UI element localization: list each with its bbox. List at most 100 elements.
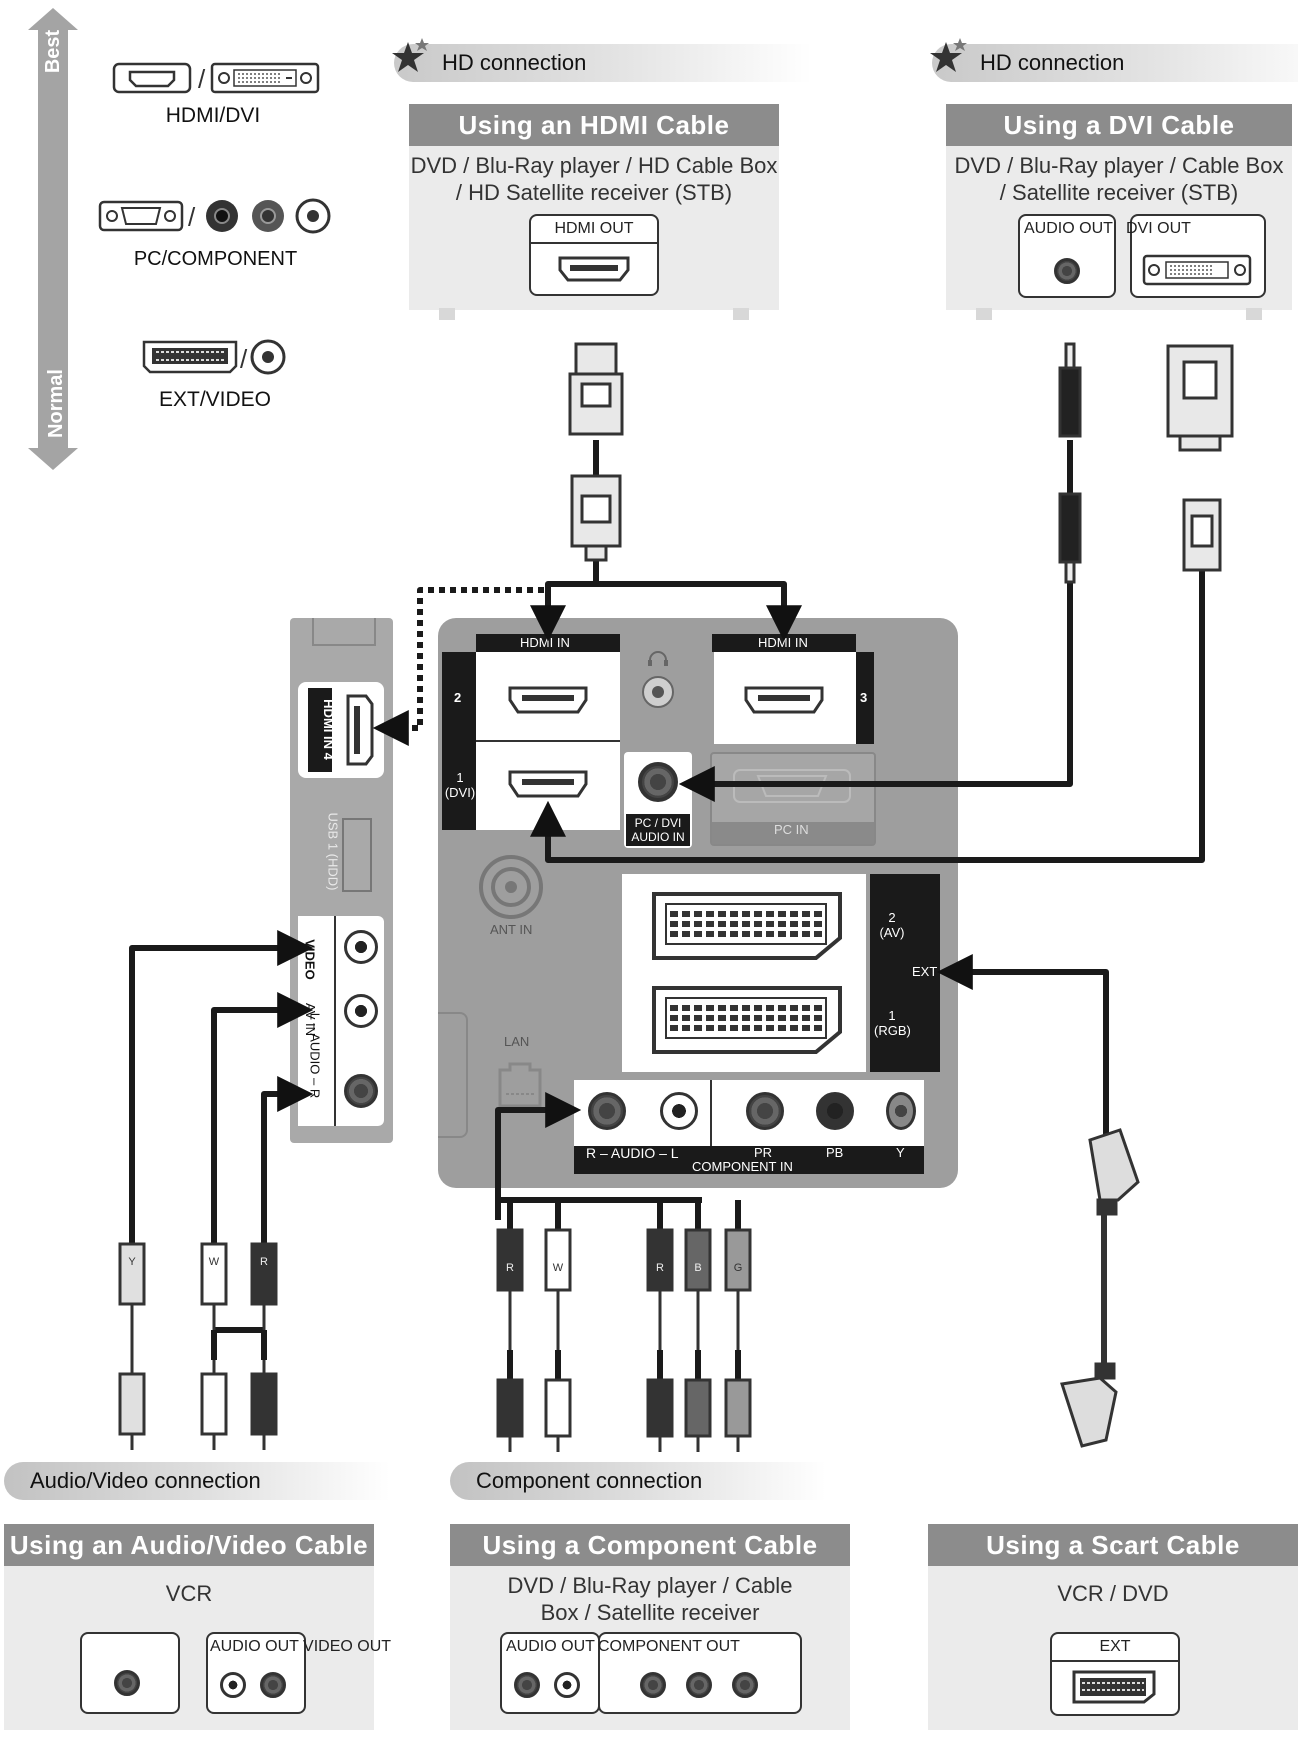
plug-tag-r: R xyxy=(260,1256,268,1268)
audio-jack-icon xyxy=(638,762,678,802)
component-pb-jack xyxy=(816,1092,854,1130)
component-in-label: COMPONENT IN xyxy=(692,1159,793,1174)
component-pr-jack xyxy=(746,1092,784,1130)
av-card-subtitle: VCR xyxy=(165,1581,213,1606)
audio-r-jack xyxy=(344,1074,378,1108)
plug-tag-w: W xyxy=(208,1256,220,1268)
component-card-subtitle-1: DVD / Blu-Ray player / Cable xyxy=(507,1573,793,1598)
svg-text:/: / xyxy=(198,64,206,94)
dvi-card-subtitle-2: / Satellite receiver (STB) xyxy=(999,180,1239,205)
dvi-hd-connection-tag: HD connection xyxy=(932,44,1298,82)
component-jack-icon xyxy=(732,1672,758,1698)
dvi-section-label: HD connection xyxy=(980,50,1125,75)
lan-label: LAN xyxy=(504,1034,530,1049)
av-out-port: AUDIO OUT VIDEO OUT xyxy=(206,1632,391,1714)
component-connection-tag: Component connection xyxy=(450,1462,826,1500)
ext-label: EXT xyxy=(912,964,938,979)
component-rca-plugs xyxy=(496,1228,752,1452)
component-audio-out-port: AUDIO OUT xyxy=(500,1632,600,1714)
component-audio-r-jack xyxy=(588,1092,626,1130)
dvi-card-title: Using a DVI Cable xyxy=(946,104,1292,146)
ext-1-rgb-label: 1 (RGB) xyxy=(874,1008,911,1038)
dvi-plug xyxy=(1166,344,1234,572)
ext-2-av-label: 2 (AV) xyxy=(879,910,905,940)
audio-l-jack xyxy=(344,994,378,1028)
component-y-label: Y xyxy=(896,1145,905,1160)
plug-tag-r: R xyxy=(506,1262,514,1274)
device-foot xyxy=(976,308,992,320)
quality-scale-arrow xyxy=(28,8,78,470)
av-empty-port xyxy=(80,1632,180,1714)
component-pr-label: PR xyxy=(754,1145,773,1160)
scart-port-2-icon xyxy=(652,892,842,960)
av-card-title: Using an Audio/Video Cable xyxy=(4,1524,374,1566)
hdmi-port-icon xyxy=(558,256,630,282)
hdmi-plug-lower xyxy=(570,474,622,562)
plug-tag-g: G xyxy=(733,1262,743,1274)
scart-port-1-icon xyxy=(652,986,842,1054)
hdmi-in-2-port xyxy=(476,652,620,742)
dvi-out-label: DVI OUT xyxy=(1126,220,1191,237)
svg-text:/: / xyxy=(240,344,248,374)
hdmi-section-label: HD connection xyxy=(442,50,587,75)
hdmi-in-3-port xyxy=(714,652,856,744)
dvi-port-icon xyxy=(1142,254,1252,286)
hdmi-num-1-dvi: 1 (DVI) xyxy=(444,770,476,800)
scart-card-subtitle: VCR / DVD xyxy=(1057,1581,1169,1606)
hdmi-num-bar-right: 3 xyxy=(856,652,874,744)
pc-in-port: PC IN xyxy=(710,752,876,846)
hdmi-num-bar-left: 2 1 (DVI) xyxy=(442,652,476,830)
hdmi-split-cable-3 xyxy=(596,581,802,642)
component-card-subtitle-2: Box / Satellite receiver xyxy=(540,1600,760,1625)
component-section-label: Component connection xyxy=(476,1468,703,1493)
scart-card-title: Using a Scart Cable xyxy=(928,1524,1298,1566)
hdmi-num-2: 2 xyxy=(454,690,462,705)
svg-text:/: / xyxy=(188,202,196,232)
dvi-audio-out-label: AUDIO OUT xyxy=(1024,220,1113,237)
audio-jack-icon xyxy=(554,1672,580,1698)
scart-plug-upper xyxy=(1088,1128,1140,1216)
ant-in-label: ANT IN xyxy=(490,922,533,937)
hdmi-out-label: HDMI OUT xyxy=(531,216,657,244)
headphone-icon xyxy=(642,651,674,708)
audio-jack-icon xyxy=(1054,258,1080,284)
video-jack xyxy=(344,930,378,964)
hdmi-hd-connection-tag: HD connection xyxy=(394,44,812,82)
dvi-audio-out-port: AUDIO OUT xyxy=(1018,214,1116,298)
device-foot xyxy=(733,308,749,320)
hdmi-device-card: Using an HDMI Cable DVD / Blu-Ray player… xyxy=(409,104,779,320)
av-rca-plugs xyxy=(118,1242,278,1450)
dvi-device-card: Using a DVI Cable DVD / Blu-Ray player /… xyxy=(946,104,1292,320)
star-icon xyxy=(930,38,967,72)
scart-port-icon xyxy=(1072,1670,1156,1704)
pc-component-connector-icon: / xyxy=(98,198,331,234)
component-device-card: Using a Component Cable DVD / Blu-Ray pl… xyxy=(450,1524,850,1730)
star-icon xyxy=(392,38,429,72)
component-jack-icon xyxy=(640,1672,666,1698)
component-out-label: COMPONENT OUT xyxy=(598,1638,740,1655)
scart-ext-label: EXT xyxy=(1052,1634,1178,1662)
side-usb-top-icon xyxy=(312,618,376,646)
hdmi-in-4-dotted-cable xyxy=(372,587,544,746)
audio-jack-icon xyxy=(514,1672,540,1698)
hdmi-out-port: HDMI OUT xyxy=(529,214,659,296)
hdmi-split-cable-2 xyxy=(530,581,596,642)
component-cable xyxy=(495,1092,582,1220)
scart-ext-port: EXT xyxy=(1050,1632,1180,1716)
av-section-label: Audio/Video connection xyxy=(30,1468,261,1493)
scart-device-card: Using a Scart Cable VCR / DVD EXT xyxy=(928,1524,1298,1730)
scart-cable xyxy=(936,954,1109,1140)
audio-jack-icon xyxy=(220,1672,246,1698)
component-audio-label: R – AUDIO – L xyxy=(586,1145,679,1161)
component-y-jack xyxy=(886,1092,916,1130)
ext-video-connector-icon: / xyxy=(142,339,286,375)
hdmi-in-4-port: HDMI IN 4 xyxy=(298,682,384,778)
component-lower-branches xyxy=(507,1350,741,1380)
component-in-block xyxy=(574,1080,924,1146)
hdmi-plug-upper xyxy=(568,342,624,436)
av-video-cable xyxy=(129,930,314,1244)
component-out-port: COMPONENT OUT xyxy=(598,1632,802,1714)
hdmi-num-3: 3 xyxy=(860,690,868,705)
usb-port: USB 1 (HDD) xyxy=(298,812,384,892)
